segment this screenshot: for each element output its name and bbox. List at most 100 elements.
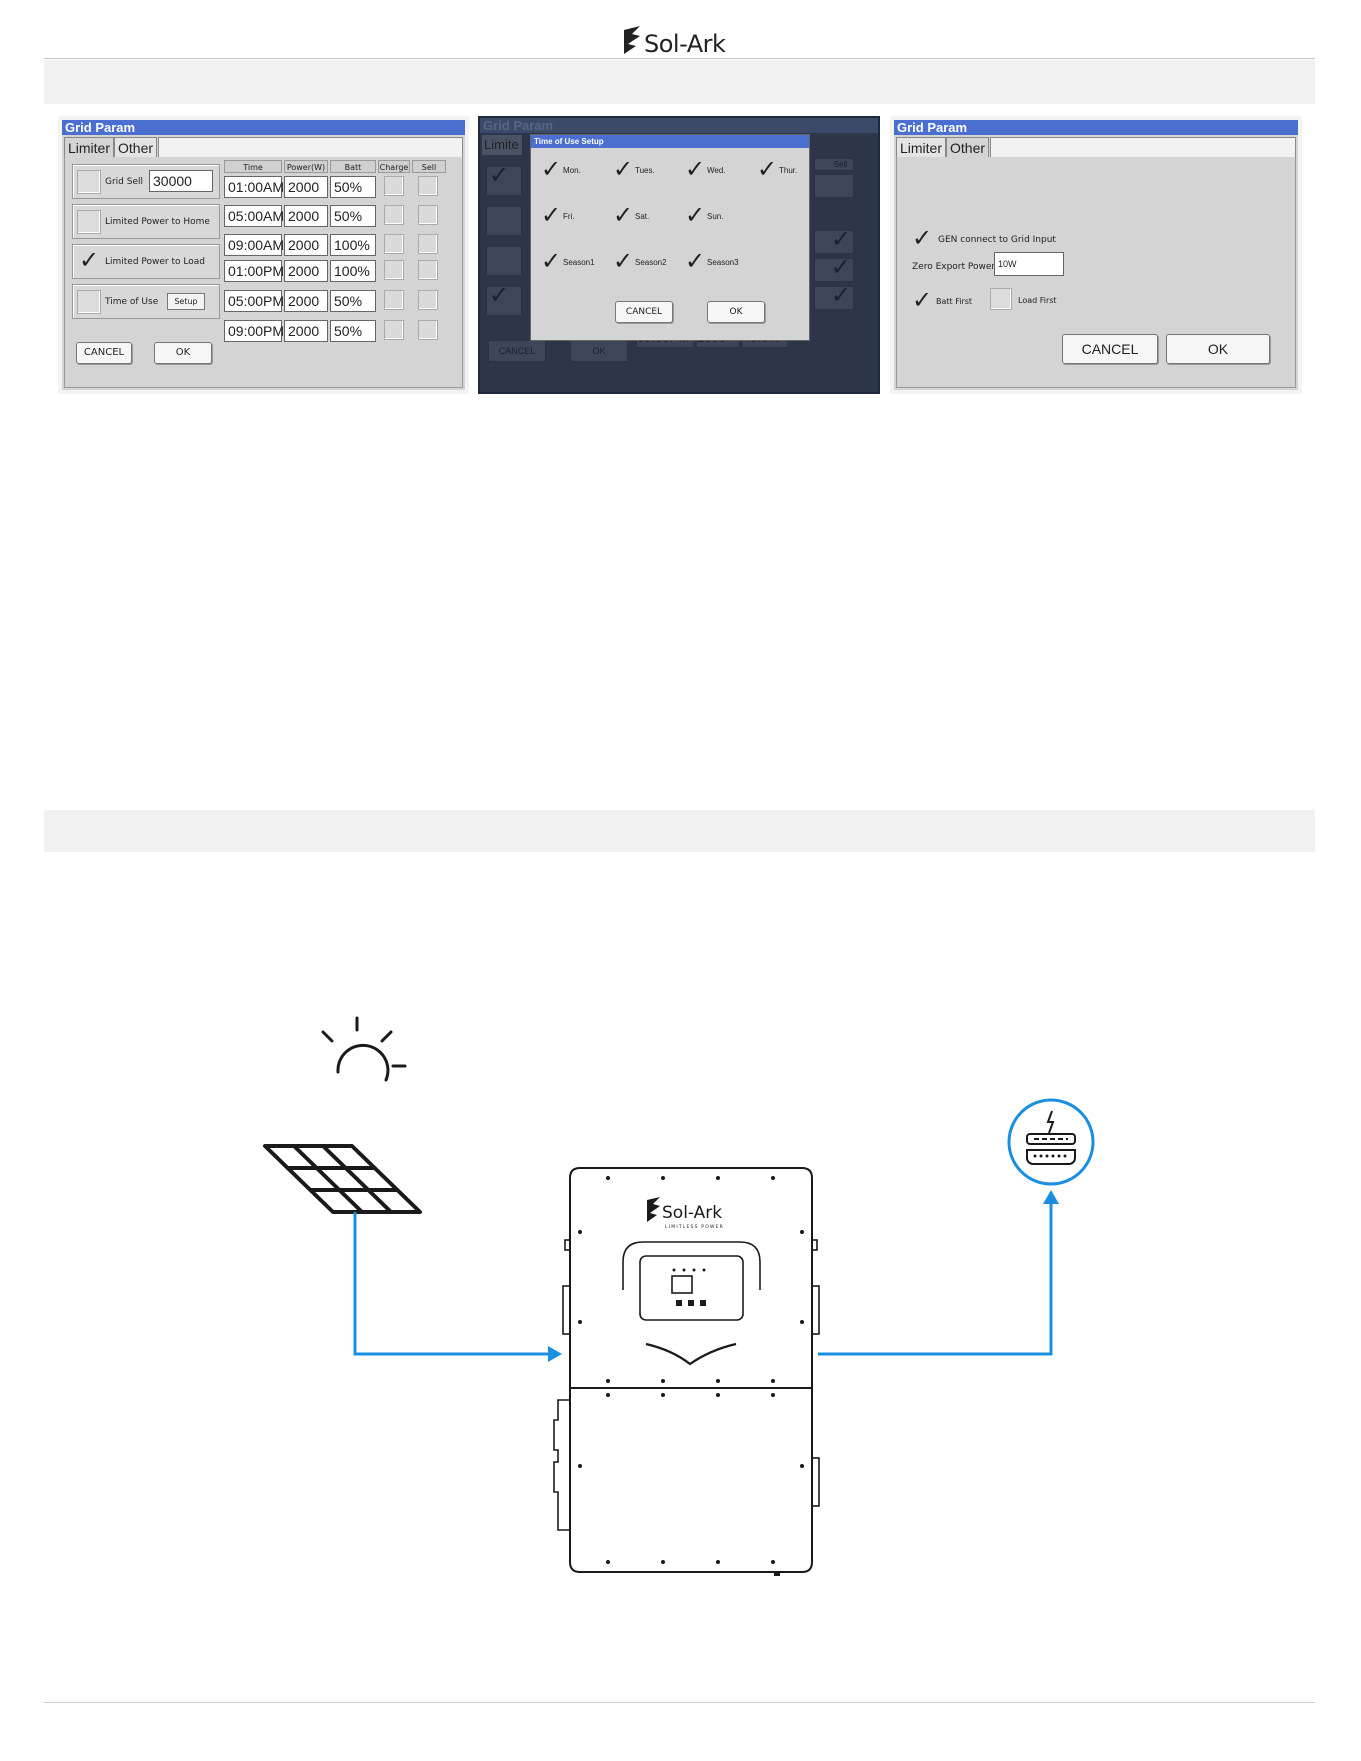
row-charge-checkbox[interactable] [384, 234, 404, 254]
inverter-tagline: LIMITLESS POWER [665, 1224, 724, 1230]
dialog-cancel-button[interactable]: CANCEL [615, 301, 673, 323]
header-rule [44, 58, 1315, 59]
row-sell-checkbox[interactable] [418, 290, 438, 310]
batt-first-label: Batt First [936, 297, 973, 306]
row-batt[interactable]: 100% [330, 234, 376, 256]
time-of-use-dialog: Time of Use Setup ✓Mon. ✓Tues. ✓Wed. ✓Th… [530, 134, 810, 341]
limited-power-load-option: ✓ Limited Power to Load [72, 244, 220, 279]
sun-icon [321, 1016, 407, 1082]
dialog-ok-button[interactable]: OK [707, 301, 765, 323]
load-first-checkbox[interactable] [990, 288, 1012, 310]
checkmark-icon: ✓ [489, 162, 510, 189]
cancel-button[interactable]: CANCEL [76, 342, 132, 364]
time-of-use-label: Time of Use [105, 297, 159, 307]
checkmark-icon: ✓ [685, 155, 706, 183]
section-bar-middle [44, 810, 1315, 852]
grid-sell-checkbox[interactable] [77, 170, 101, 194]
row-batt[interactable]: 50% [330, 290, 376, 312]
zero-export-input[interactable]: 10W [994, 252, 1064, 276]
checkmark-icon: ✓ [541, 247, 562, 275]
col-sell: Sell [412, 160, 446, 173]
row-time[interactable]: 05:00AM [224, 205, 284, 227]
background-window-title: Grid Param [480, 118, 878, 133]
background-cell: ✓ [814, 254, 854, 282]
checkmark-icon: ✓ [912, 224, 933, 252]
cancel-button[interactable]: CANCEL [1062, 334, 1158, 364]
row-sell-checkbox[interactable] [418, 176, 438, 196]
setup-button[interactable]: Setup [167, 293, 205, 310]
row-batt[interactable]: 100% [330, 260, 376, 282]
row-batt[interactable]: 50% [330, 205, 376, 227]
row-time[interactable]: 01:00PM [224, 260, 284, 282]
season-label: Season1 [563, 258, 595, 267]
other-screen: Grid Param Limiter Other ✓GEN connect to… [894, 120, 1298, 390]
time-of-use-option: Time of Use Setup [72, 284, 220, 319]
ok-button[interactable]: OK [154, 342, 212, 364]
limiter-screenshot: Grid Param Limiter Other Grid Sell 30000… [58, 116, 469, 394]
day-label: Sat. [635, 212, 650, 221]
day-label: Mon. [563, 166, 581, 175]
inverter-logo-icon [647, 1197, 660, 1222]
pv-to-inverter-line [353, 1212, 552, 1356]
row-batt[interactable]: 50% [330, 176, 376, 198]
inverter-to-meter-line [818, 1200, 1053, 1356]
tab-other[interactable]: Other [946, 137, 990, 157]
background-col-sell: Sell [814, 158, 854, 171]
load-first-label: Load First [1018, 296, 1057, 305]
background-cancel-button: CANCEL [488, 340, 546, 362]
checkmark-icon: ✓ [830, 282, 851, 309]
tab-limiter[interactable]: Limiter [896, 137, 947, 157]
tab-bar: Limiter Other [64, 137, 158, 157]
row-time[interactable]: 09:00PM [224, 320, 284, 342]
row-power[interactable]: 2000 [284, 260, 328, 282]
season-label: Season3 [707, 258, 739, 267]
row-charge-checkbox[interactable] [384, 205, 404, 225]
tab-content-border [64, 157, 463, 388]
checkmark-icon: ✓ [613, 247, 634, 275]
checkmark-icon: ✓ [79, 246, 100, 274]
row-time[interactable]: 09:00AM [224, 234, 284, 256]
row-charge-checkbox[interactable] [384, 260, 404, 280]
row-sell-checkbox[interactable] [418, 320, 438, 340]
tab-limiter[interactable]: Limiter [64, 137, 115, 157]
row-power[interactable]: 2000 [284, 290, 328, 312]
background-cell [814, 174, 854, 198]
background-cell: ✓ [814, 282, 854, 310]
solar-panel-icon [263, 1144, 422, 1214]
zero-export-label: Zero Export Power [912, 262, 996, 272]
checkmark-icon: ✓ [830, 226, 851, 253]
checkmark-icon: ✓ [685, 247, 706, 275]
grid-sell-label: Grid Sell [105, 177, 143, 187]
row-charge-checkbox[interactable] [384, 320, 404, 340]
row-charge-checkbox[interactable] [384, 290, 404, 310]
ok-button[interactable]: OK [1166, 334, 1270, 364]
checkmark-icon: ✓ [830, 254, 851, 281]
background-option [486, 206, 522, 236]
background-option: ✓ [486, 162, 522, 196]
row-sell-checkbox[interactable] [418, 234, 438, 254]
limited-power-home-checkbox[interactable] [77, 210, 101, 234]
grid-sell-option: Grid Sell 30000 [72, 164, 220, 199]
tab-other[interactable]: Other [114, 137, 158, 157]
row-power[interactable]: 2000 [284, 320, 328, 342]
row-power[interactable]: 2000 [284, 205, 328, 227]
time-of-use-checkbox[interactable] [77, 290, 101, 314]
inverter-brand: Sol-Ark [662, 1203, 722, 1223]
grid-sell-input[interactable]: 30000 [149, 170, 213, 192]
section-bar-top [44, 60, 1315, 104]
row-power[interactable]: 2000 [284, 234, 328, 256]
brand-name: Sol-Ark [644, 30, 726, 58]
limited-power-load-checkbox[interactable]: ✓ [77, 246, 101, 274]
row-charge-checkbox[interactable] [384, 176, 404, 196]
dialog-title: Time of Use Setup [531, 135, 809, 148]
row-sell-checkbox[interactable] [418, 205, 438, 225]
limited-power-home-option: Limited Power to Home [72, 204, 220, 239]
row-time[interactable]: 05:00PM [224, 290, 284, 312]
row-time[interactable]: 01:00AM [224, 176, 284, 198]
row-sell-checkbox[interactable] [418, 260, 438, 280]
row-power[interactable]: 2000 [284, 176, 328, 198]
col-time: Time [224, 160, 282, 173]
background-ok-button: OK [570, 340, 628, 362]
row-batt[interactable]: 50% [330, 320, 376, 342]
sol-ark-logo-icon [624, 26, 640, 54]
